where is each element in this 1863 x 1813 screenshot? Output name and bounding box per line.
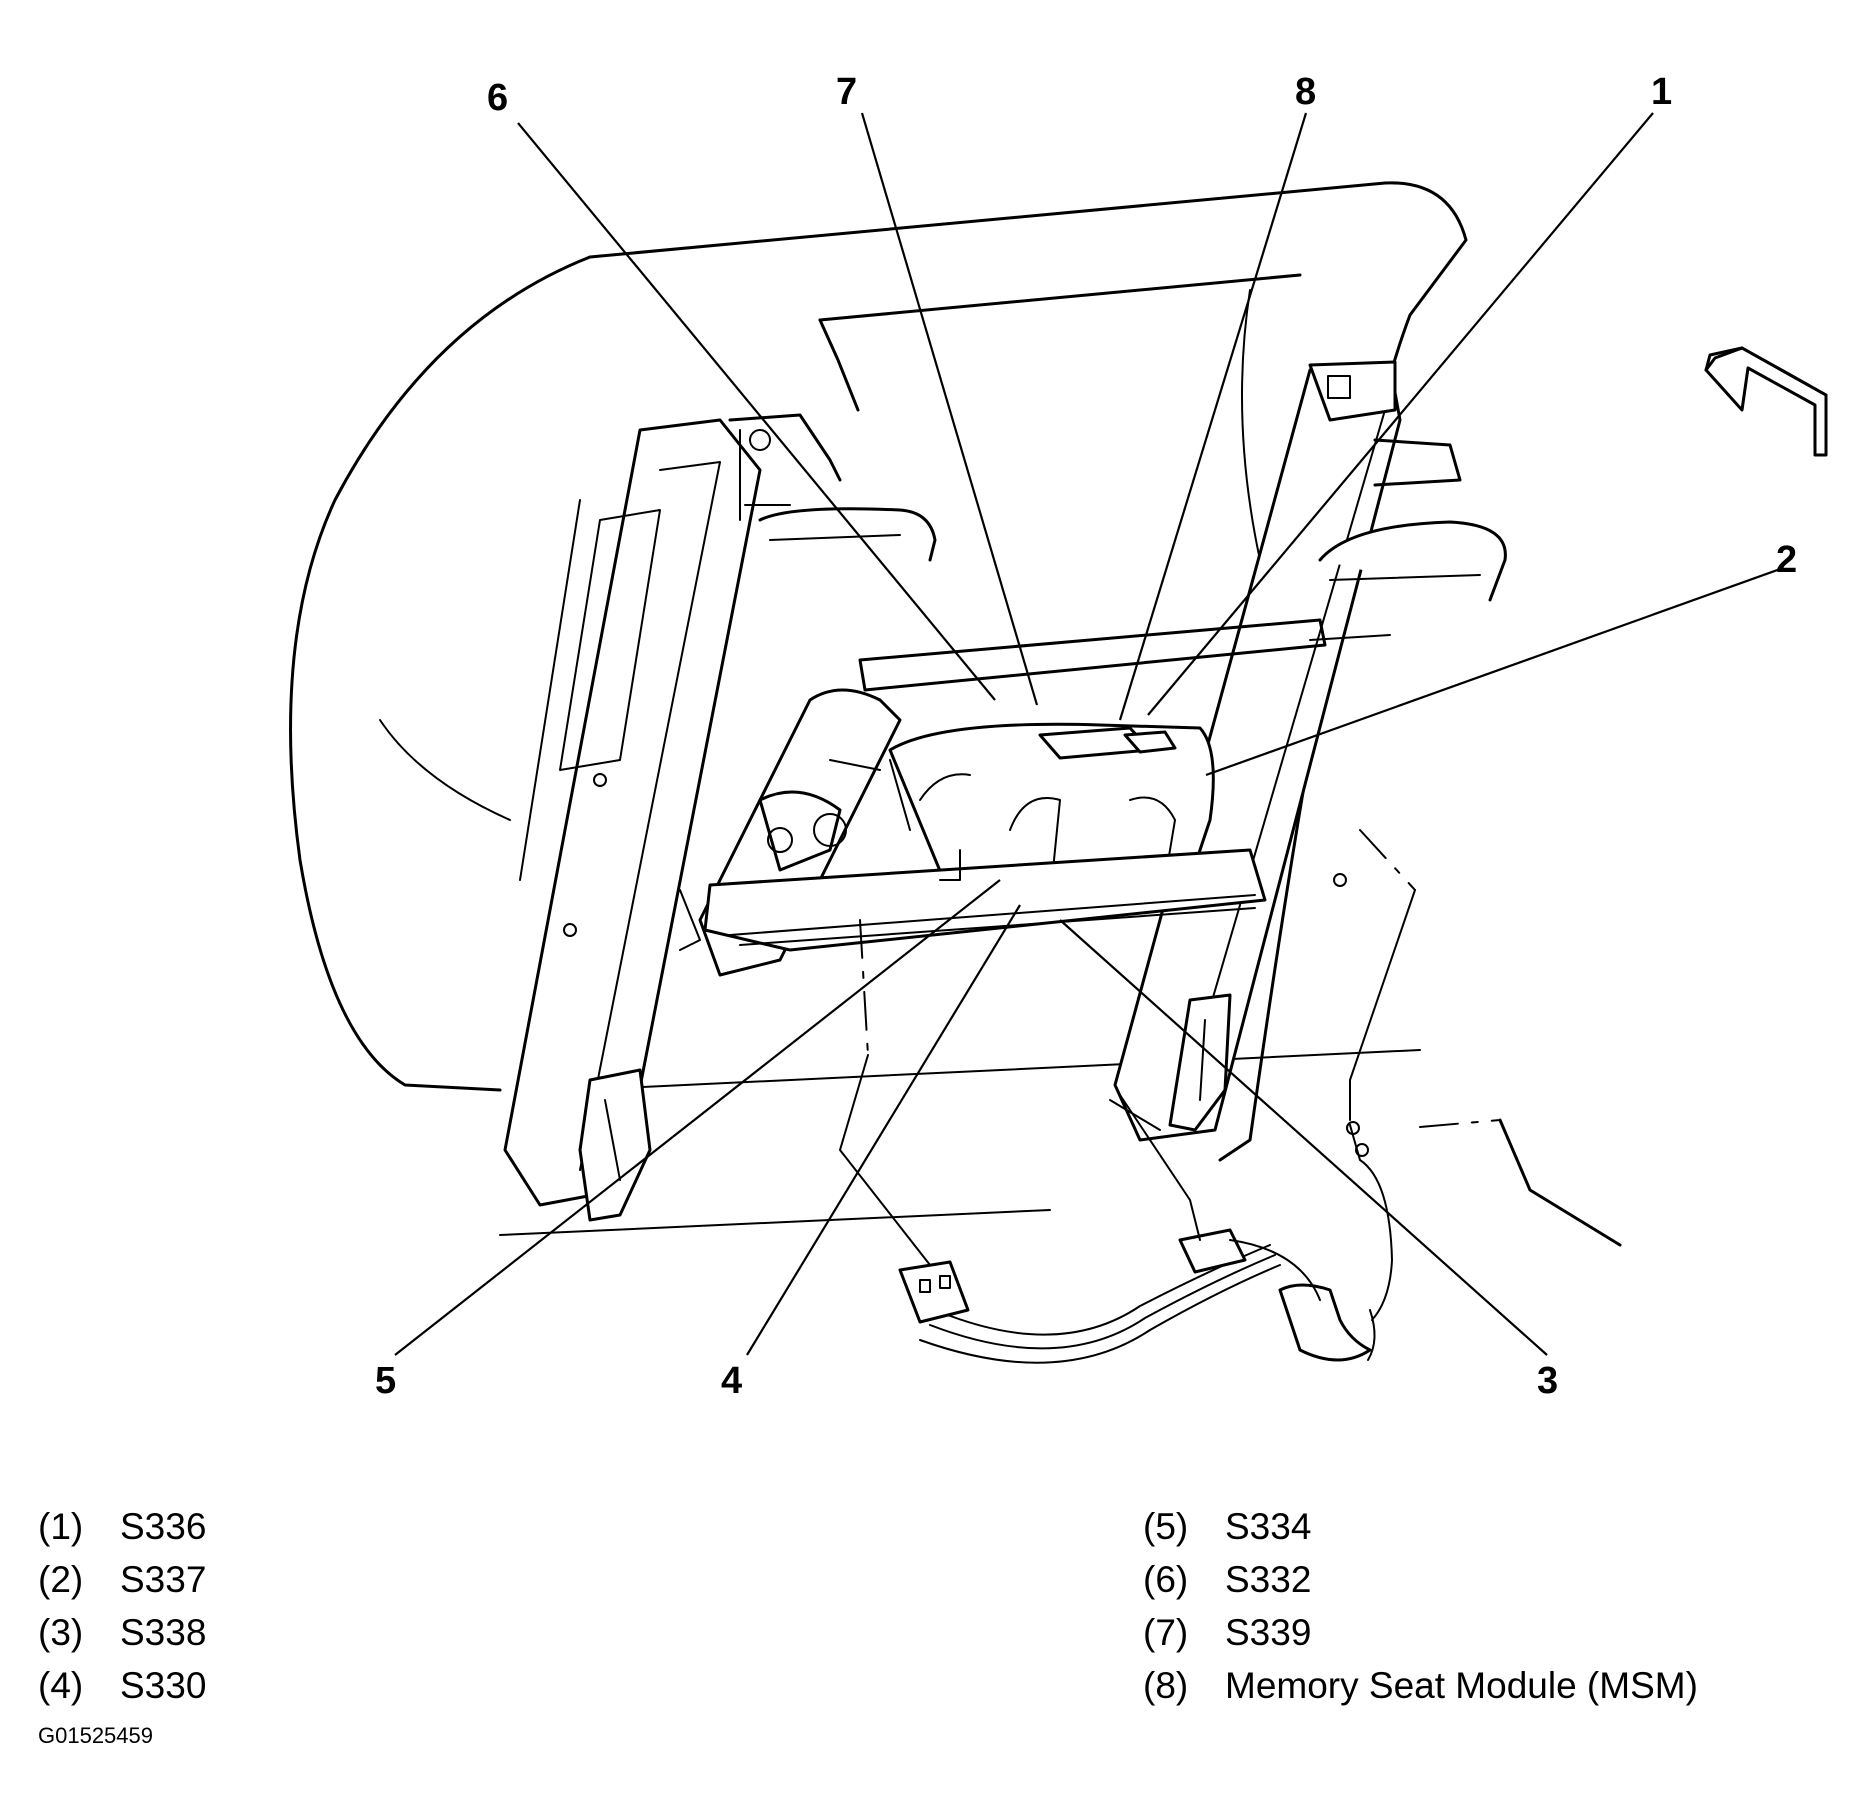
legend-number: (1) xyxy=(38,1506,84,1547)
front-direction-arrow-icon xyxy=(1704,346,1828,457)
leader-3 xyxy=(1059,919,1548,1356)
leader-4 xyxy=(746,904,1021,1356)
callout-4: 4 xyxy=(721,1360,742,1402)
leader-5 xyxy=(394,879,1001,1356)
legend-label: S339 xyxy=(1225,1612,1312,1653)
legend-number: (8) xyxy=(1143,1665,1189,1706)
callout-3: 3 xyxy=(1537,1360,1558,1402)
legend-item: (5) S334 xyxy=(1143,1500,1698,1553)
callout-2: 2 xyxy=(1776,539,1797,581)
legend-label: S338 xyxy=(120,1612,207,1653)
wiring-harness xyxy=(839,829,1416,1364)
module-assembly xyxy=(679,618,1327,977)
leader-2 xyxy=(1205,566,1784,777)
leader-lines xyxy=(394,112,1784,1356)
legend-label: Memory Seat Module (MSM) xyxy=(1225,1665,1698,1706)
left-seat-track xyxy=(503,413,937,1222)
callout-numbers: 6 7 8 1 2 3 4 5 xyxy=(375,71,1797,1402)
legend-item: (4) S330 xyxy=(38,1659,206,1712)
leader-7 xyxy=(860,112,1039,706)
legend-number: (5) xyxy=(1143,1506,1189,1547)
figure-id: G01525459 xyxy=(38,1723,153,1748)
callout-6: 6 xyxy=(487,77,508,119)
legend-number: (3) xyxy=(38,1612,84,1653)
callout-1: 1 xyxy=(1651,71,1672,113)
legend-left-column: (1) S336 (2) S337 (3) S338 (4) S330 xyxy=(38,1500,206,1712)
leader-8 xyxy=(1118,112,1308,721)
leader-6 xyxy=(517,122,996,701)
callout-7: 7 xyxy=(836,71,857,113)
legend-number: (7) xyxy=(1143,1612,1189,1653)
legend-label: S332 xyxy=(1225,1559,1312,1600)
legend-item: (2) S337 xyxy=(38,1553,206,1606)
callout-8: 8 xyxy=(1295,71,1316,113)
legend-label: S330 xyxy=(120,1665,207,1706)
legend-label: S337 xyxy=(120,1559,207,1600)
legend-number: (4) xyxy=(38,1665,84,1706)
leader-1 xyxy=(1147,112,1654,716)
seat-diagram: 6 7 8 1 2 3 4 5 xyxy=(289,71,1828,1402)
legend-number: (6) xyxy=(1143,1559,1189,1600)
legend-right-column: (5) S334 (6) S332 (7) S339 (8) Memory Se… xyxy=(1143,1500,1698,1712)
legend-item: (8) Memory Seat Module (MSM) xyxy=(1143,1659,1698,1712)
legend-item: (6) S332 xyxy=(1143,1553,1698,1606)
legend-number: (2) xyxy=(38,1559,84,1600)
legend-item: (1) S336 xyxy=(38,1500,206,1553)
legend-item: (7) S339 xyxy=(1143,1606,1698,1659)
callout-5: 5 xyxy=(375,1360,396,1402)
legend-label: S334 xyxy=(1225,1506,1312,1547)
legend-label: S336 xyxy=(120,1506,207,1547)
seat-cushion xyxy=(289,181,1622,1247)
legend-item: (3) S338 xyxy=(38,1606,206,1659)
